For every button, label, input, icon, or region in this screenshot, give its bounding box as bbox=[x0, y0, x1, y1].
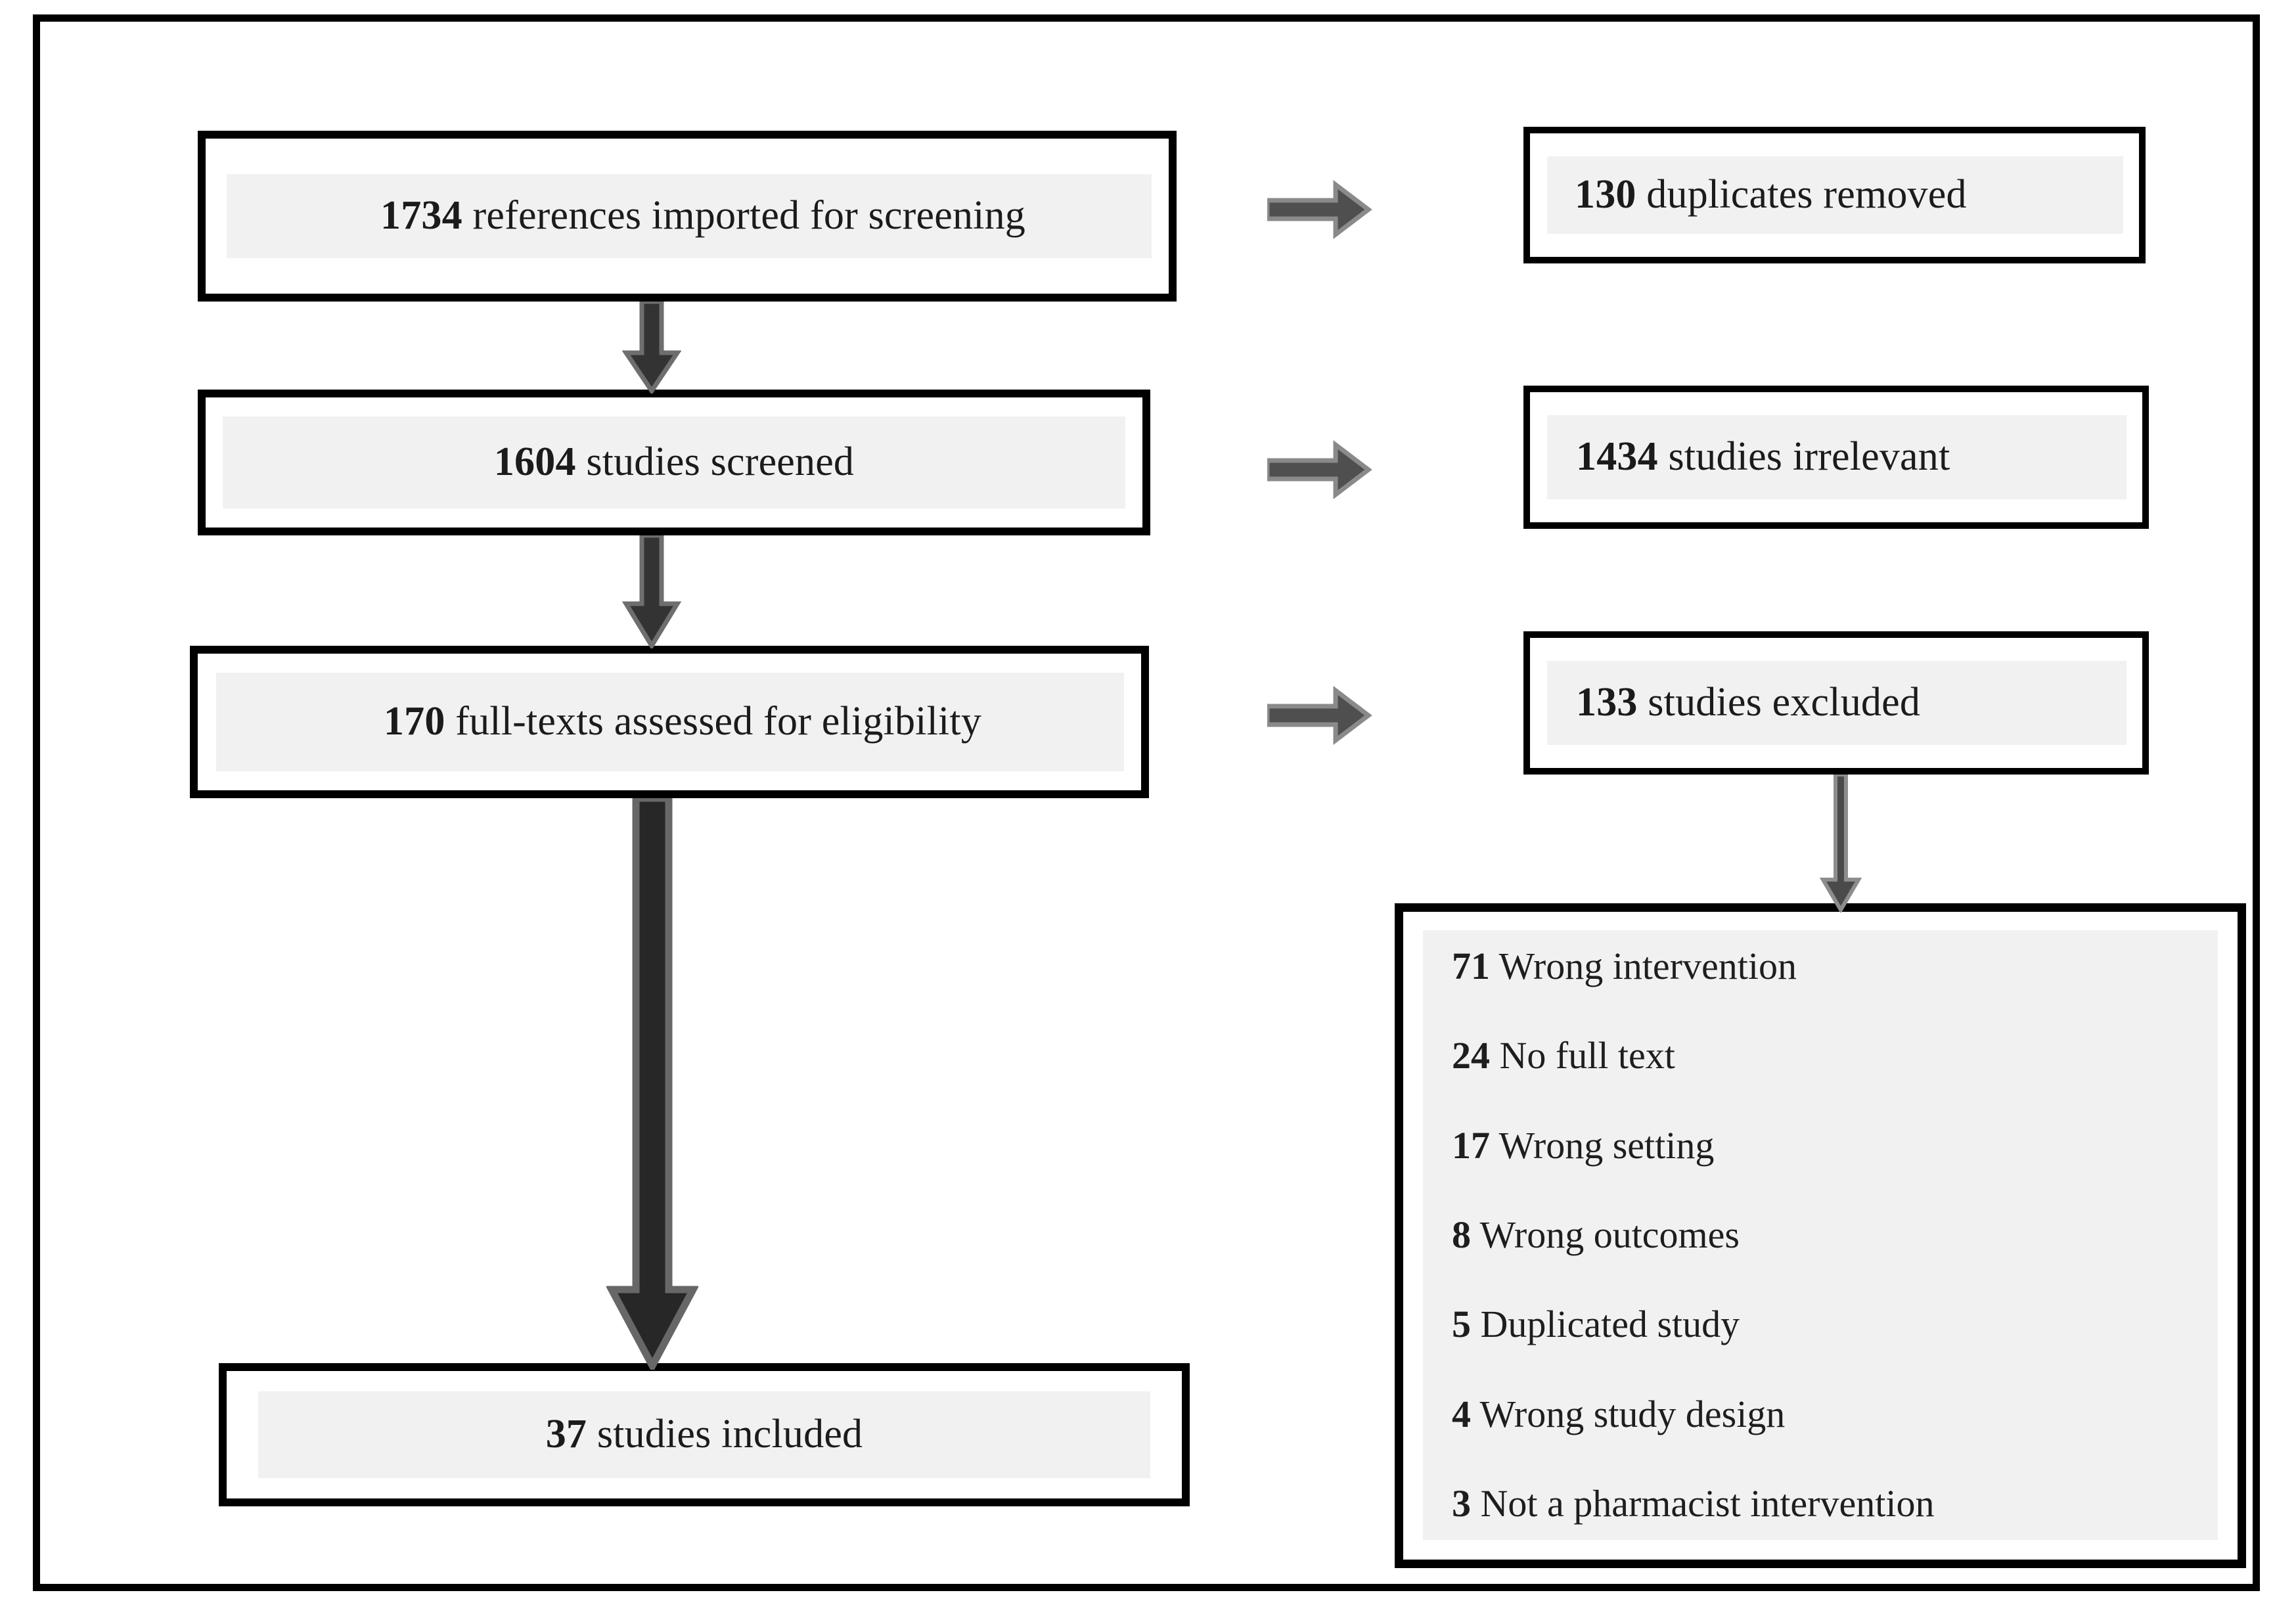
studies-irrelevant-label: studies irrelevant bbox=[1657, 434, 1950, 480]
duplicates-removed-count: 130 bbox=[1575, 172, 1636, 217]
exclusion-reason-label: Wrong outcomes bbox=[1471, 1213, 1740, 1256]
text-band: 37 studies included bbox=[258, 1391, 1150, 1478]
exclusion-reason-count: 71 bbox=[1452, 945, 1490, 987]
studies-included-label: studies included bbox=[587, 1412, 863, 1457]
exclusion-reason-item: 4 Wrong study design bbox=[1452, 1395, 1785, 1433]
exclusion-reason-count: 4 bbox=[1452, 1392, 1471, 1435]
box-fulltexts-assessed: 170 full-texts assessed for eligibility bbox=[190, 646, 1149, 798]
text-band: 170 full-texts assessed for eligibility bbox=[216, 673, 1124, 771]
studies-screened-label: studies screened bbox=[575, 439, 855, 485]
text-band: 71 Wrong intervention 24 No full text 17… bbox=[1423, 930, 2218, 1540]
arrow-down-icon bbox=[1818, 775, 1864, 912]
fulltexts-assessed-label: full-texts assessed for eligibility bbox=[445, 699, 982, 744]
box-duplicates-removed: 130 duplicates removed bbox=[1523, 127, 2146, 263]
arrow-down-icon bbox=[622, 535, 681, 648]
exclusion-reason-item: 24 No full text bbox=[1452, 1037, 1675, 1075]
exclusion-reason-count: 3 bbox=[1452, 1481, 1471, 1525]
exclusion-reason-item: 3 Not a pharmacist intervention bbox=[1452, 1481, 1935, 1525]
box-exclusion-reasons: 71 Wrong intervention 24 No full text 17… bbox=[1395, 903, 2246, 1568]
exclusion-reason-label: Duplicated study bbox=[1471, 1303, 1740, 1346]
exclusion-reason-label: Not a pharmacist intervention bbox=[1471, 1481, 1935, 1525]
exclusion-reason-count: 8 bbox=[1452, 1213, 1471, 1256]
exclusion-reason-count: 17 bbox=[1452, 1123, 1490, 1167]
exclusion-reason-label: Wrong study design bbox=[1471, 1392, 1786, 1435]
arrow-right-icon bbox=[1267, 177, 1372, 242]
exclusion-reason-item: 17 Wrong setting bbox=[1452, 1123, 1715, 1167]
studies-irrelevant-count: 1434 bbox=[1576, 434, 1658, 480]
exclusion-reason-label: Wrong setting bbox=[1490, 1123, 1715, 1167]
references-imported-text: 1734 references imported for screening bbox=[380, 194, 1025, 237]
duplicates-removed-text: 130 duplicates removed bbox=[1575, 173, 1967, 216]
exclusion-reason-item: 8 Wrong outcomes bbox=[1452, 1213, 1740, 1256]
box-studies-screened: 1604 studies screened bbox=[198, 390, 1150, 535]
box-studies-excluded: 133 studies excluded bbox=[1523, 631, 2149, 775]
studies-excluded-label: studies excluded bbox=[1637, 680, 1921, 725]
arrow-right-icon bbox=[1267, 683, 1372, 748]
exclusion-reason-label: No full text bbox=[1490, 1034, 1675, 1077]
studies-included-text: 37 studies included bbox=[546, 1413, 863, 1456]
studies-excluded-count: 133 bbox=[1576, 680, 1638, 725]
fulltexts-assessed-text: 170 full-texts assessed for eligibility bbox=[384, 700, 981, 743]
figure-frame: 1734 references imported for screening 1… bbox=[33, 14, 2260, 1591]
box-studies-included: 37 studies included bbox=[219, 1363, 1190, 1506]
fulltexts-assessed-count: 170 bbox=[383, 699, 445, 744]
studies-screened-count: 1604 bbox=[493, 439, 576, 485]
duplicates-removed-label: duplicates removed bbox=[1636, 172, 1967, 217]
arrow-down-icon bbox=[606, 798, 698, 1370]
box-studies-irrelevant: 1434 studies irrelevant bbox=[1523, 386, 2149, 529]
exclusion-reason-label: Wrong intervention bbox=[1490, 945, 1797, 987]
text-band: 1734 references imported for screening bbox=[227, 174, 1152, 258]
studies-excluded-text: 133 studies excluded bbox=[1576, 681, 1920, 724]
references-imported-count: 1734 bbox=[380, 193, 462, 238]
references-imported-label: references imported for screening bbox=[462, 193, 1025, 238]
studies-included-count: 37 bbox=[545, 1412, 587, 1457]
text-band: 1604 studies screened bbox=[223, 416, 1125, 508]
exclusion-reason-item: 5 Duplicated study bbox=[1452, 1305, 1740, 1343]
exclusion-reason-item: 71 Wrong intervention bbox=[1452, 947, 1797, 985]
exclusion-reason-count: 5 bbox=[1452, 1303, 1471, 1346]
arrow-right-icon bbox=[1267, 437, 1372, 503]
text-band: 133 studies excluded bbox=[1547, 661, 2127, 745]
exclusion-reason-count: 24 bbox=[1452, 1034, 1490, 1077]
text-band: 130 duplicates removed bbox=[1547, 156, 2123, 234]
studies-screened-text: 1604 studies screened bbox=[494, 441, 854, 484]
arrow-down-icon bbox=[622, 302, 681, 394]
box-references-imported: 1734 references imported for screening bbox=[198, 131, 1177, 302]
text-band: 1434 studies irrelevant bbox=[1547, 415, 2127, 499]
studies-irrelevant-text: 1434 studies irrelevant bbox=[1576, 436, 1950, 478]
